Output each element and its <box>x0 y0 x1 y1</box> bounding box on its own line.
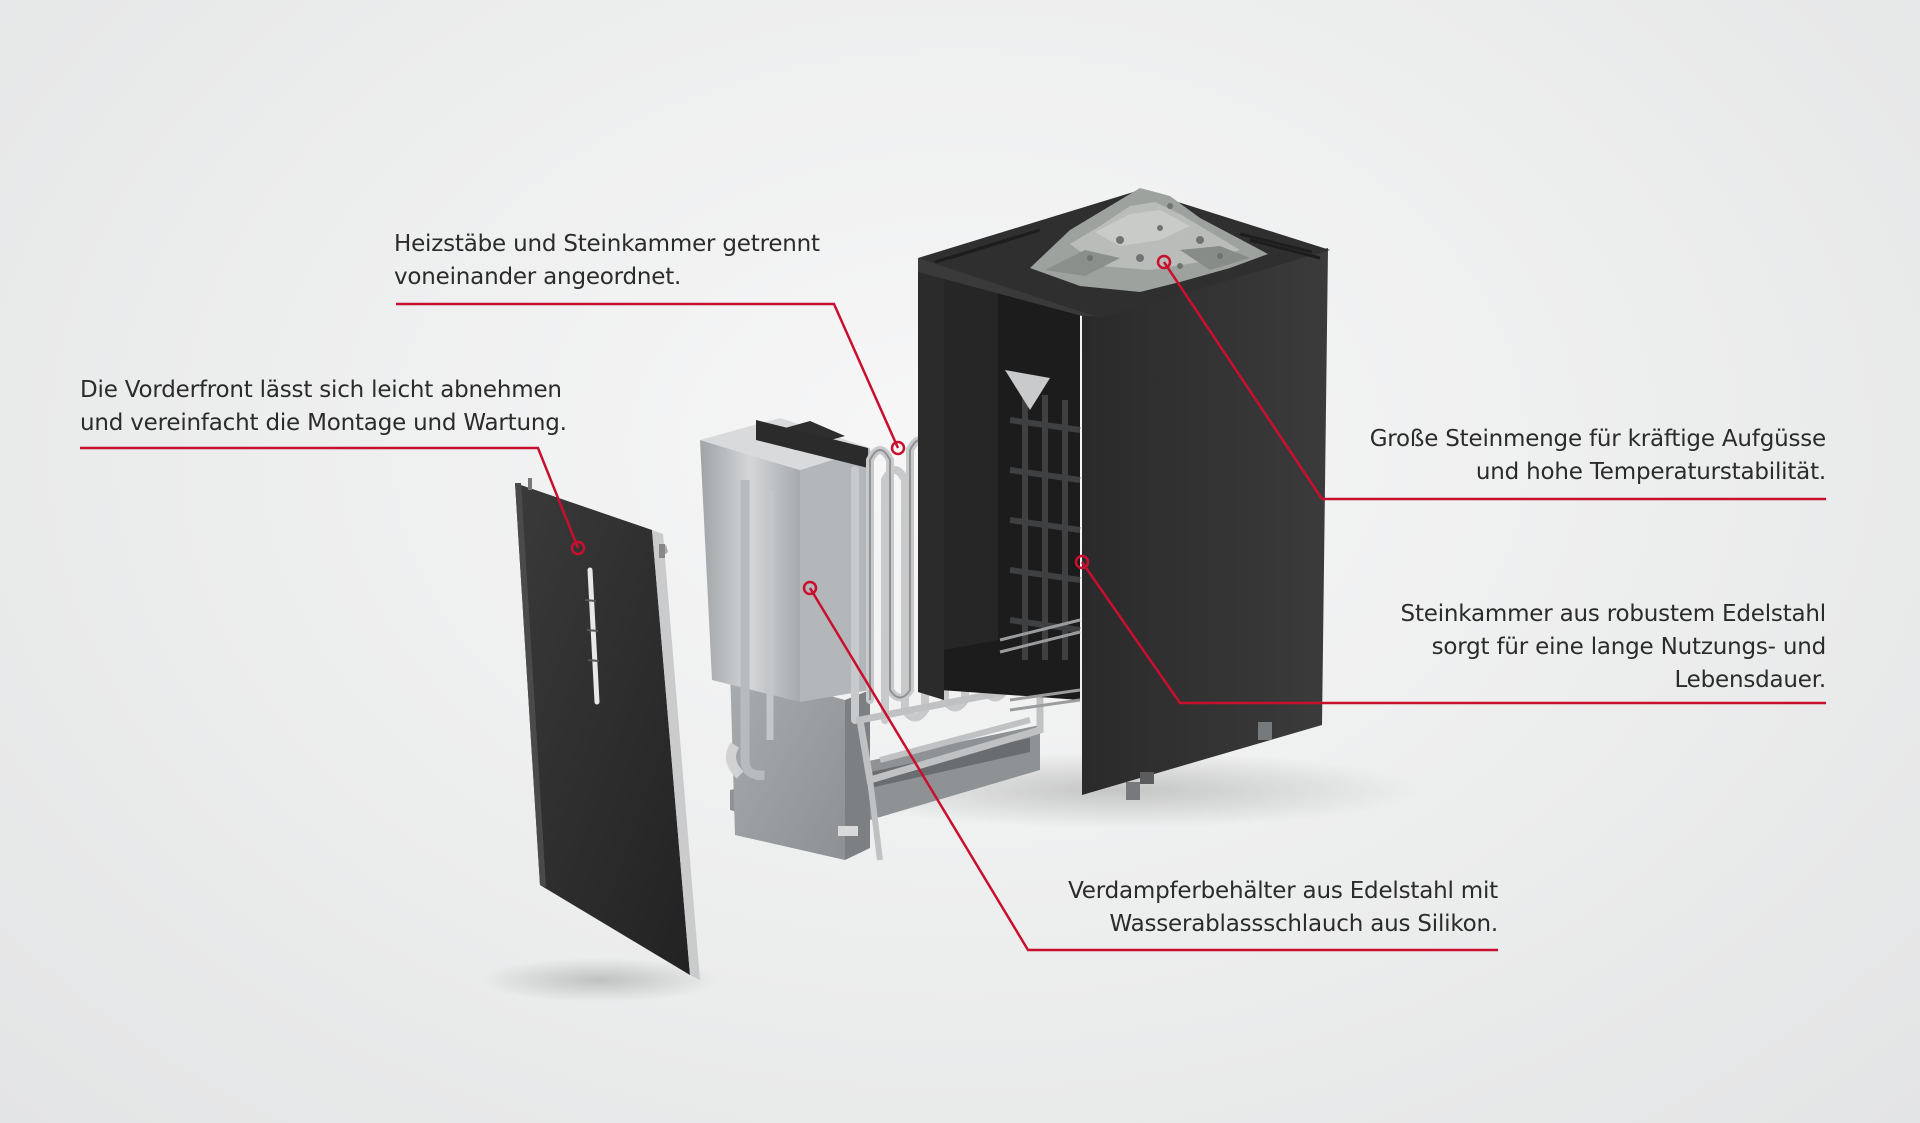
callout-markers <box>570 254 1172 596</box>
callout-vorderfront: Die Vorderfront lässt sich leicht abnehm… <box>80 377 567 436</box>
leader-steinmenge <box>1162 261 1826 501</box>
leader-steinkammer <box>1080 561 1826 705</box>
callout-verdampfer: Verdampferbehälter aus Edelstahl mit Was… <box>1068 878 1498 937</box>
marker-heizstaebe <box>890 440 906 456</box>
floor-shadow <box>480 958 720 1002</box>
callout-steinmenge: Große Steinmenge für kräftige Aufgüsse u… <box>1369 426 1827 485</box>
heater-body <box>918 188 1330 800</box>
callout-heizstaebe: Heizstäbe und Steinkammer getrennt vonei… <box>394 231 820 290</box>
marker-verdampfer <box>802 580 818 596</box>
callout-steinkammer: Steinkammer aus robustem Edelstahl sorgt… <box>1400 601 1827 693</box>
front-panel <box>515 478 700 980</box>
marker-steinmenge <box>1156 254 1172 270</box>
callout-leaders <box>80 261 1826 952</box>
heater-core <box>700 418 1044 861</box>
light-slot <box>587 567 600 705</box>
leader-verdampfer <box>808 587 1498 952</box>
leader-heizstaebe <box>396 302 900 449</box>
marker-steinkammer <box>1074 554 1090 570</box>
leader-vorderfront <box>80 446 580 549</box>
foot <box>1126 782 1140 800</box>
marker-vorderfront <box>570 540 586 556</box>
sauna-stones <box>1030 188 1268 292</box>
stone-chamber-grid <box>1009 390 1081 660</box>
foot <box>1258 722 1272 740</box>
